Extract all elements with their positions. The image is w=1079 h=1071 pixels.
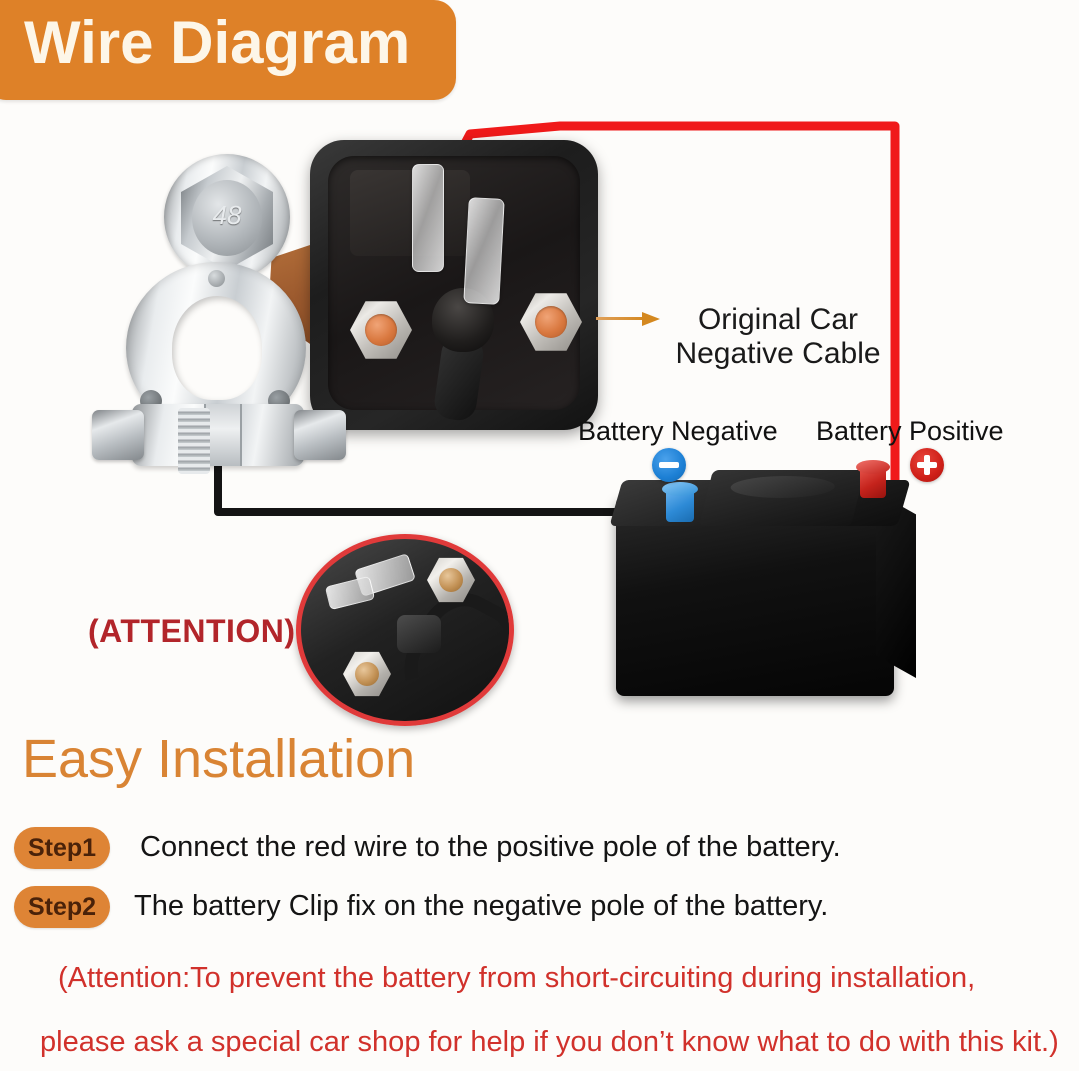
terminal-cover-right	[463, 197, 505, 305]
label-line-1: Original Car	[697, 303, 859, 336]
copper-stud-icon	[355, 662, 379, 686]
clamp-bolt-head: 48	[164, 154, 290, 280]
title-banner: Wire Diagram	[0, 0, 456, 100]
copper-stud-icon	[535, 306, 567, 338]
plus-badge-icon	[910, 448, 944, 482]
inset-terminal-a	[427, 557, 475, 603]
clamp-pin	[208, 270, 225, 287]
label-line-2: Negative Cable	[675, 336, 881, 370]
footer-attention-line-1: (Attention:To prevent the battery from s…	[58, 962, 976, 994]
inset-terminal-b	[343, 651, 391, 697]
clamp-nut-right	[294, 410, 346, 460]
arrow-head	[642, 312, 660, 326]
battery-disconnect-switch[interactable]	[310, 140, 598, 430]
step-1-badge: Step1	[14, 827, 110, 869]
inset-switch-knob	[397, 615, 441, 653]
copper-stud-icon	[365, 314, 397, 346]
battery-cover-cap	[699, 470, 865, 526]
clamp-nut-left	[92, 410, 144, 460]
label-original-car-negative-cable: Original Car Negative Cable	[648, 303, 908, 370]
label-battery-negative: Battery Negative	[578, 416, 778, 446]
battery-cap-detail	[728, 476, 838, 498]
clamp-jaw-gap	[204, 404, 242, 466]
inset-cover-clip-b	[324, 575, 376, 611]
plus-glyph-horizontal	[917, 462, 937, 468]
easy-installation-heading: Easy Installation	[22, 729, 416, 789]
battery-body	[616, 498, 894, 696]
bolt-face	[192, 180, 262, 256]
battery-negative-terminal-top	[662, 482, 698, 496]
battery-positive-terminal-top	[856, 460, 890, 474]
switch-recess-panel	[350, 170, 470, 256]
switch-terminal-right	[520, 292, 582, 352]
bolt-marking: 48	[212, 200, 242, 230]
arrow-shaft	[596, 317, 646, 320]
car-battery	[608, 452, 920, 714]
clamp-jaw	[132, 404, 304, 466]
clamp-bore	[172, 296, 262, 400]
page-title: Wire Diagram	[24, 9, 411, 76]
step-2-text: The battery Clip fix on the negative pol…	[134, 890, 829, 922]
minus-glyph	[659, 462, 679, 468]
clamp-threaded-bolt	[178, 408, 210, 474]
minus-badge-icon	[652, 448, 686, 482]
label-battery-positive: Battery Positive	[816, 416, 1004, 446]
battery-terminal-clamp: 48	[92, 152, 346, 492]
arrow-right-icon	[596, 312, 662, 326]
attention-detail-inset	[296, 534, 514, 726]
step-1-text: Connect the red wire to the positive pol…	[140, 831, 841, 863]
attention-inset-label: (ATTENTION)	[88, 613, 296, 649]
switch-terminal-left	[350, 300, 412, 360]
terminal-cover-left	[412, 164, 444, 272]
step-2-badge: Step2	[14, 886, 110, 928]
footer-attention-line-2: please ask a special car shop for help i…	[40, 1026, 1059, 1058]
copper-stud-icon	[439, 568, 463, 592]
